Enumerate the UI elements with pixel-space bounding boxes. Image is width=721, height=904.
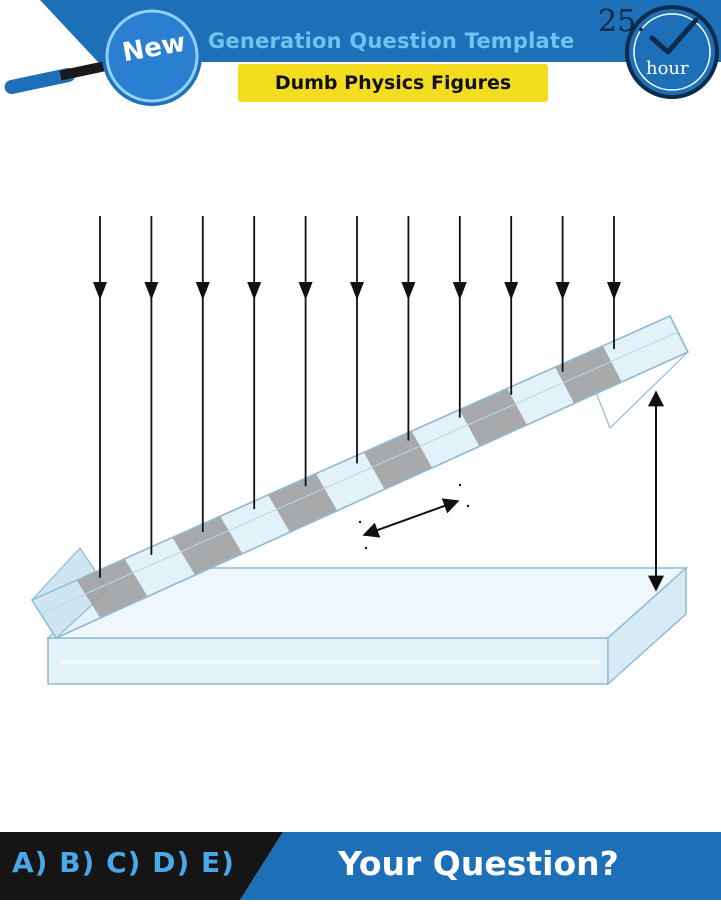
ray-arrowhead	[195, 282, 210, 300]
top-plate-edges	[31, 315, 690, 639]
clock-unit: hour	[646, 58, 689, 79]
ray-arrowhead	[607, 282, 621, 300]
ray-arrowhead	[247, 282, 262, 300]
ray-arrowhead	[555, 282, 570, 300]
question-prompt: Your Question?	[338, 844, 619, 883]
footer: A) B) C) D) E) Your Question?	[0, 832, 721, 900]
dark-fringe	[268, 473, 338, 533]
ray-arrowhead	[144, 282, 159, 300]
fringe-spacing-arrow	[358, 483, 470, 550]
interference-fringes	[76, 345, 622, 618]
ray-arrowhead	[298, 282, 313, 300]
ray-arrowhead	[401, 282, 416, 300]
dark-fringe	[76, 558, 148, 618]
ray-arrowhead	[350, 282, 364, 300]
footer-background	[0, 832, 721, 900]
incident-rays	[93, 216, 621, 578]
diagram-canvas	[30, 216, 690, 686]
template-title: Generation Question Template	[208, 29, 575, 53]
header-background	[4, 0, 721, 106]
header: New Generation Question Template Dumb Ph…	[0, 0, 721, 110]
ray-arrowhead	[93, 282, 107, 300]
dark-fringe	[172, 516, 243, 576]
template-subtitle: Dumb Physics Figures	[238, 64, 548, 102]
clock-icon	[625, 5, 719, 99]
dark-fringe	[363, 431, 433, 490]
air-wedge-diagram	[0, 110, 721, 830]
ray-arrowhead	[452, 282, 467, 300]
magnifier-icon	[4, 6, 202, 106]
bottom-glass-plate	[46, 566, 688, 686]
ray-arrowhead	[504, 282, 519, 300]
clock-number: 25.	[598, 4, 646, 39]
answer-choices: A) B) C) D) E)	[12, 846, 235, 879]
